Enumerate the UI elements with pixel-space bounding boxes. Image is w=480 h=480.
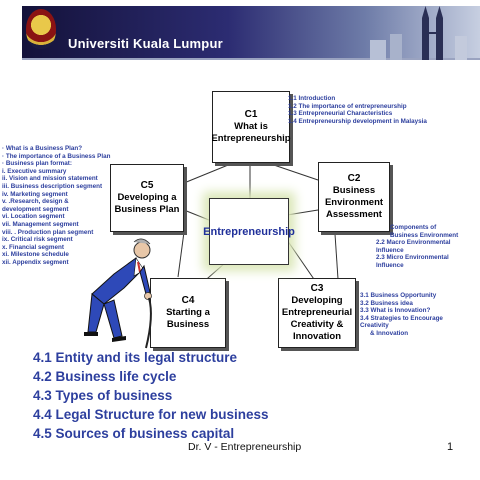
c2-code: C2: [347, 173, 361, 184]
list-item: · What is a Business Plan?: [2, 145, 83, 152]
list-item: Business Environment: [390, 231, 459, 239]
list-item: iv. Marketing segment: [2, 190, 68, 198]
list-item: 4.1 Entity and its legal structure: [33, 350, 238, 365]
c1-topic-list: 1.1 Introduction 1.2 The importance of e…: [288, 95, 427, 125]
list-item: Influence: [376, 246, 404, 254]
list-item: 1.3 Entrepreneurial Characteristics: [288, 110, 393, 118]
list-item: · Business plan format:: [2, 160, 72, 168]
c4-title-line1: Starting a: [166, 307, 210, 318]
list-item: 3.2 Business idea: [360, 299, 413, 307]
list-item: xi. Milestone schedule: [2, 251, 69, 259]
list-item: xii. Appendix segment: [2, 258, 69, 266]
c4-code: C4: [181, 295, 195, 306]
c5-topic-list: · What is a Business Plan? · The importa…: [2, 145, 120, 267]
list-item: 3.4 Strategies to Encourage: [360, 314, 443, 322]
header-divider: [22, 58, 480, 60]
c1-title-line1: What is: [234, 121, 268, 132]
list-item: 2.2 Macro Environmental: [376, 239, 451, 247]
c3-code: C3: [310, 283, 324, 294]
list-item: vii. Management segment: [2, 220, 79, 228]
list-item: 4.4 Legal Structure for new business: [33, 407, 269, 422]
c5-title-line2: Business Plan: [114, 204, 180, 215]
c1-code: C1: [244, 109, 258, 120]
footer-text: Dr. V - Entrepreneurship: [188, 441, 302, 453]
c2-title-line1: Business: [332, 185, 376, 196]
c3-topic-list: 3.1 Business Opportunity 3.2 Business id…: [360, 292, 443, 338]
c3-title-line2: Entrepreneurial: [281, 307, 353, 318]
c4-box: C4 Starting a Business: [150, 278, 226, 348]
university-logo: [26, 9, 56, 49]
list-item: Influence: [376, 261, 404, 269]
list-item: x. Financial segment: [2, 243, 64, 251]
header-banner: [22, 6, 480, 58]
list-item: & Innovation: [370, 329, 409, 337]
list-item: v. .Research, design &: [2, 198, 69, 206]
center-box: Entrepreneurship: [203, 198, 295, 265]
c4-title-line2: Business: [166, 319, 210, 330]
page-number: 1: [447, 441, 454, 453]
list-item: viii. . Production plan segment: [2, 228, 94, 236]
list-item: 1.1 Introduction: [288, 95, 336, 102]
list-item: ii. Vision and mission statement: [2, 175, 98, 183]
list-item: ix. Critical risk segment: [2, 236, 73, 244]
c2-box: C2 Business Environment Assessment: [318, 162, 390, 232]
list-item: 1.2 The importance of entrepreneurship: [288, 102, 407, 110]
c2-title-line2: Environment: [324, 197, 384, 208]
list-item: 4.2 Business life cycle: [33, 369, 177, 384]
list-item: 3.1 Business Opportunity: [360, 292, 437, 299]
c5-code: C5: [140, 180, 154, 191]
list-item: 1.4 Entrepreneurship development in Mala…: [288, 117, 427, 125]
list-item: 4.5 Sources of business capital: [33, 426, 235, 441]
c5-title-line1: Developing a: [117, 192, 177, 203]
list-item: 4.3 Types of business: [33, 388, 173, 403]
c2-title-line3: Assessment: [326, 209, 382, 220]
city-skyline-icon: [370, 6, 467, 60]
c1-box: C1 What is Entrepreneurship: [211, 91, 291, 163]
list-item: development segment: [2, 205, 69, 213]
list-item: Components of: [390, 224, 437, 231]
c3-title-line3: Creativity &: [290, 319, 344, 330]
list-item: · The importance of a Business Plan: [2, 152, 111, 160]
list-item: iii. Business description segment: [2, 182, 103, 190]
list-item: 3.3 What is Innovation?: [360, 307, 431, 315]
c1-title-line2: Entrepreneurship: [211, 133, 291, 144]
university-name: Universiti Kuala Lumpur: [68, 36, 223, 51]
list-item: 2.3 Micro Environmental: [376, 254, 449, 262]
businessman-figure-icon: [84, 238, 152, 349]
c5-box: C5 Developing a Business Plan: [110, 164, 184, 232]
list-item: vi. Location segment: [2, 213, 65, 221]
c2-topic-list: Components of Business Environment 2.2 M…: [376, 224, 458, 270]
c3-title-line4: Innovation: [292, 331, 342, 342]
list-item: Creativity: [360, 322, 389, 330]
c4-topic-list: 4.1 Entity and its legal structure 4.2 B…: [33, 348, 269, 443]
c3-title-line1: Developing: [291, 295, 343, 306]
c3-box: C3 Developing Entrepreneurial Creativity…: [278, 278, 356, 348]
list-item: i. Executive summary: [2, 167, 67, 175]
